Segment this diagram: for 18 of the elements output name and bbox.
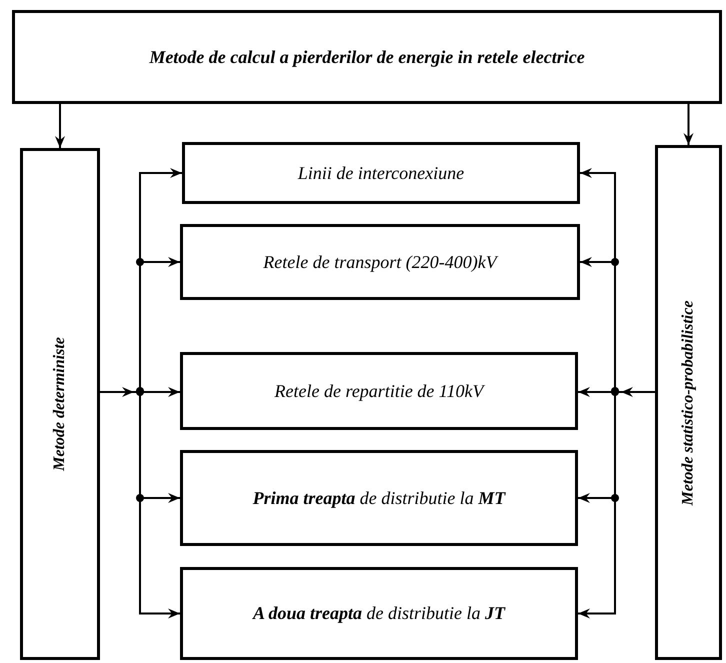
process-box: [655, 145, 722, 660]
process-box: [182, 142, 580, 204]
process-box: [180, 352, 578, 430]
box-label: Metode statistico-probabilistice: [680, 300, 698, 505]
box-label: Linii de interconexiune: [298, 162, 464, 184]
box-label: Metode deterministe: [51, 337, 69, 471]
process-box: [180, 567, 578, 660]
box-label: Retele de transport (220-400)kV: [263, 252, 497, 272]
arrow: [55, 104, 65, 148]
title-box: [12, 10, 722, 104]
process-box: [20, 148, 100, 660]
box-label: Retele de repartitie de 110kV: [274, 380, 484, 402]
box-label: Metode de calcul a pierderilor de energie in retele electrice: [149, 46, 585, 68]
box-label: A doua treapta de distributie la JT: [252, 603, 506, 624]
process-box: [180, 450, 578, 546]
process-box: [180, 224, 580, 300]
box-label: Prima treapta de distributie la MT: [252, 488, 506, 508]
arrow: [684, 104, 694, 145]
